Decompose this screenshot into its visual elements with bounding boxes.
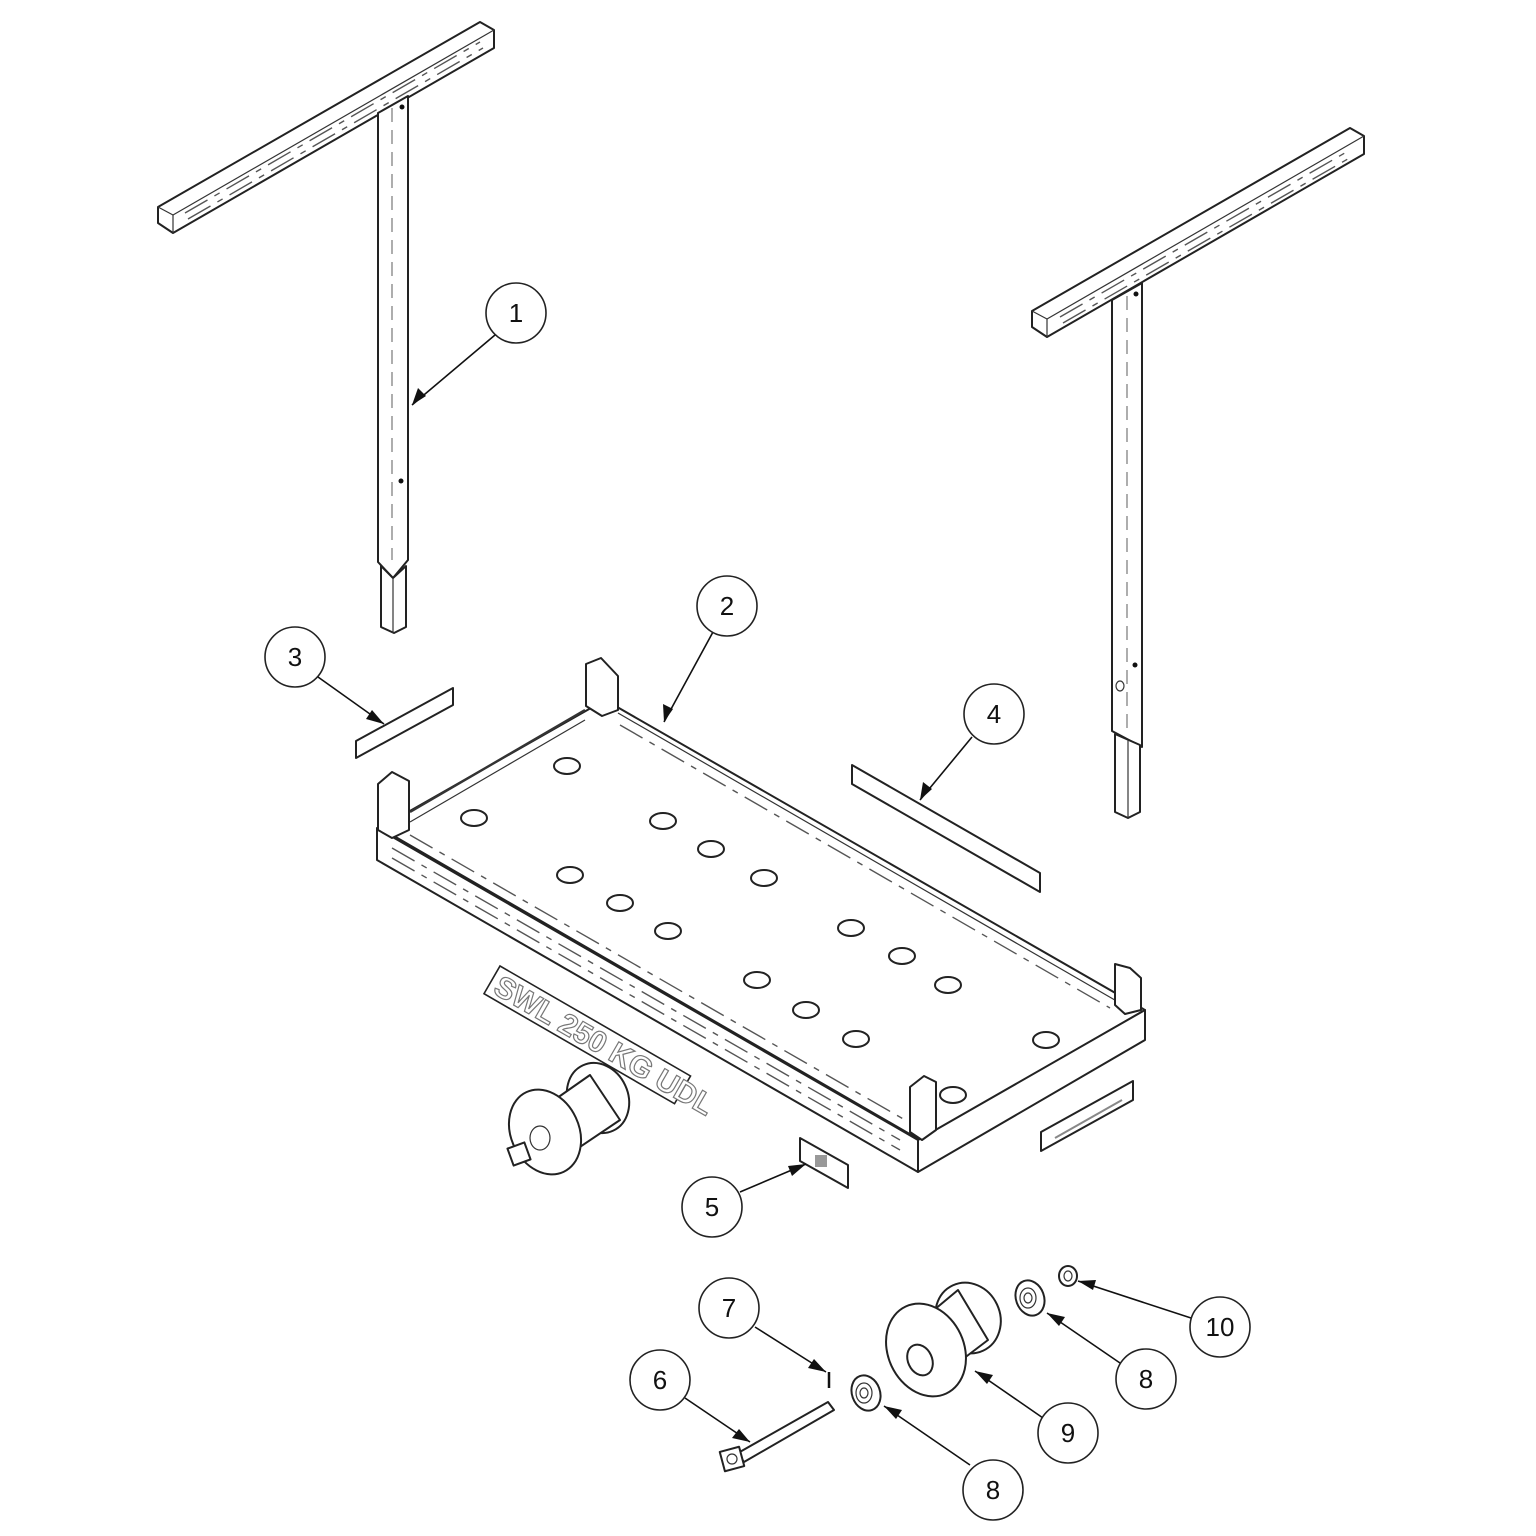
svg-text:8: 8 [986,1475,1000,1505]
side-strip-right [851,764,1041,893]
callout-3: 3 [264,626,326,688]
svg-text:7: 7 [722,1293,736,1323]
svg-text:8: 8 [1139,1364,1153,1394]
callout-5: 5 [681,1176,743,1238]
svg-text:6: 6 [653,1365,667,1395]
roller-assembled [506,1061,631,1176]
callout-10: 10 [1189,1296,1251,1358]
tray-body [376,657,1146,1173]
t-frame-right [1031,127,1365,819]
svg-text:10: 10 [1206,1312,1235,1342]
t-frame-left [157,21,495,634]
svg-text:1: 1 [509,298,523,328]
bearing-front [850,1374,882,1412]
bearing-rear [1014,1279,1046,1317]
svg-text:5: 5 [705,1192,719,1222]
callout-8-front: 8 [962,1459,1024,1521]
callout-2: 2 [696,575,758,637]
svg-text:3: 3 [288,642,302,672]
svg-text:2: 2 [720,591,734,621]
axle-pin [718,1401,835,1473]
svg-text:9: 9 [1061,1418,1075,1448]
callout-8-rear: 8 [1115,1348,1177,1410]
leader-lines [317,334,1192,1466]
callout-4: 4 [963,683,1025,745]
callout-6: 6 [629,1349,691,1411]
callout-1: 1 [485,282,547,344]
washer [1058,1265,1078,1287]
callout-9: 9 [1037,1402,1099,1464]
roller-part [885,1281,1002,1398]
svg-text:4: 4 [987,699,1001,729]
callout-7: 7 [698,1277,760,1339]
tray-holes [460,757,1060,1104]
end-strip-left [355,687,454,759]
id-plate [799,1137,849,1189]
